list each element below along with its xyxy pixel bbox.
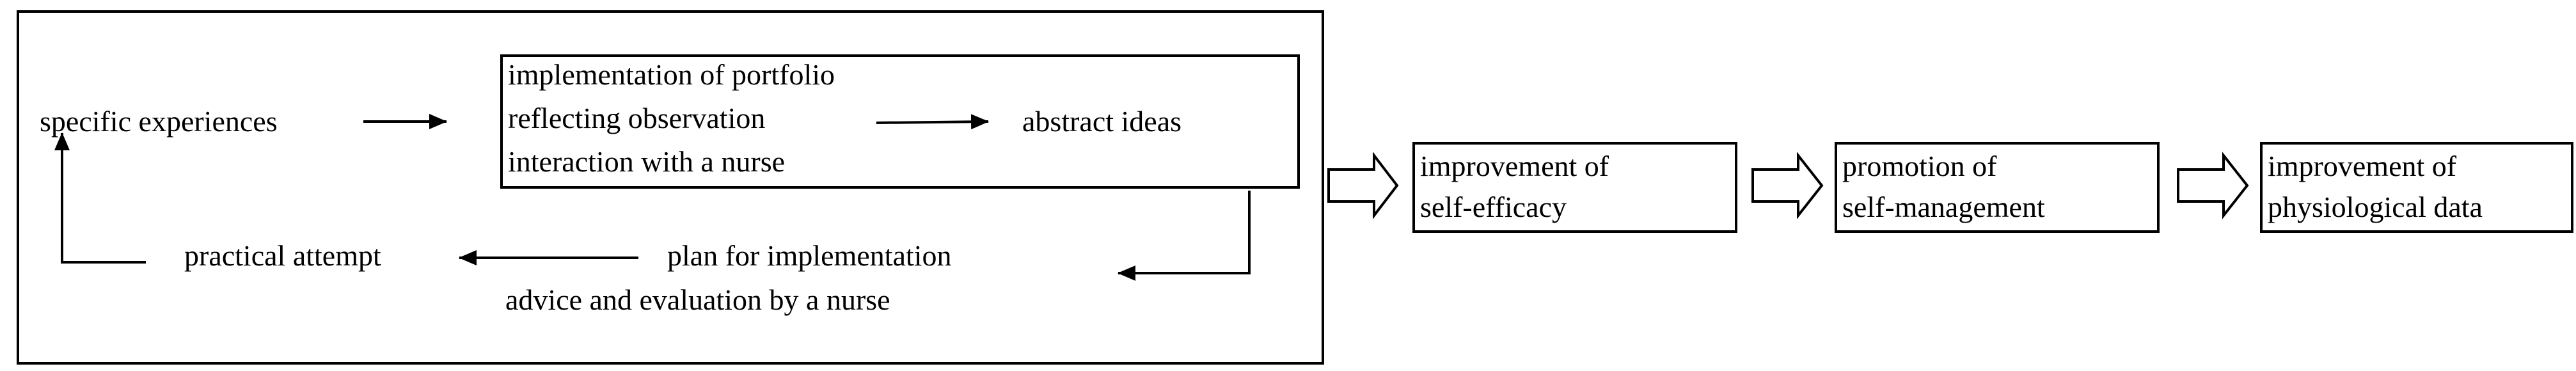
- center-box-line-1: implementation of portfolio: [508, 58, 835, 91]
- label-advice-and-evaluation: advice and evaluation by a nurse: [505, 283, 890, 316]
- physiological-line-2: physiological data: [2268, 191, 2483, 223]
- box-self-efficacy: improvement of self-efficacy: [1412, 142, 1737, 233]
- label-practical-attempt: practical attempt: [184, 239, 381, 272]
- arrow-attempt-to-experiences: [54, 132, 146, 264]
- physiological-line-1: improvement of: [2268, 150, 2457, 182]
- label-plan-for-implementation: plan for implementation: [667, 239, 952, 272]
- self-efficacy-line-1: improvement of: [1420, 150, 1609, 182]
- label-specific-experiences: specific experiences: [40, 105, 278, 138]
- block-arrow-management-to-physiological: [2177, 152, 2249, 219]
- arrow-center-to-plan: [1118, 191, 1251, 281]
- self-management-line-2: self-management: [1842, 191, 2045, 223]
- box-physiological-data: improvement of physiological data: [2260, 142, 2573, 233]
- label-abstract-ideas: abstract ideas: [1022, 105, 1182, 138]
- block-arrow-cycle-to-efficacy: [1327, 152, 1399, 219]
- center-box: implementation of portfolio reflecting o…: [500, 54, 1300, 189]
- box-self-management: promotion of self-management: [1835, 142, 2160, 233]
- center-box-line-2: reflecting observation: [508, 102, 766, 134]
- self-efficacy-line-2: self-efficacy: [1420, 191, 1567, 223]
- block-arrow-efficacy-to-management: [1751, 152, 1824, 219]
- cycle-frame: [17, 10, 1324, 365]
- self-management-line-1: promotion of: [1842, 150, 1997, 182]
- center-box-line-3: interaction with a nurse: [508, 145, 786, 178]
- arrow-reflection-to-ideas: [876, 114, 989, 130]
